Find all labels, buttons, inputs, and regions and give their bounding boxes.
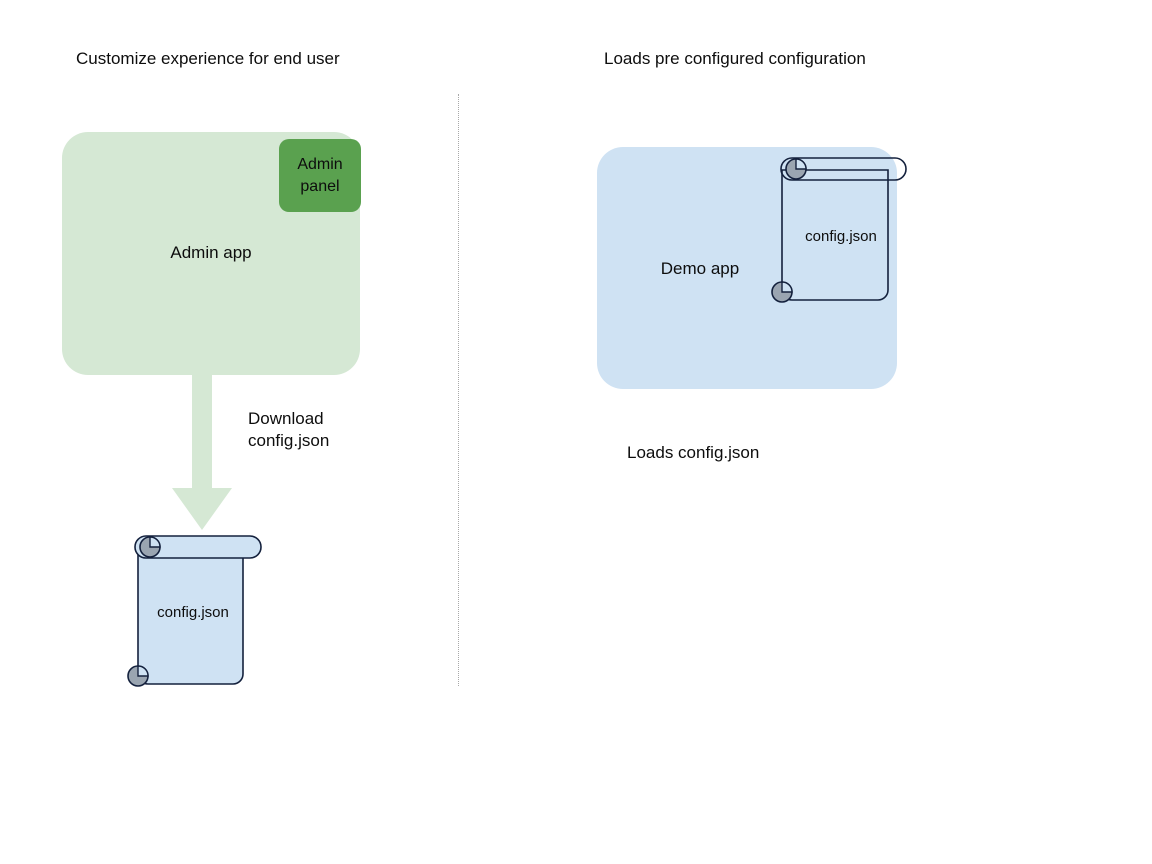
demo-app-label: Demo app bbox=[660, 259, 740, 278]
admin-panel-button[interactable]: Admin panel bbox=[279, 139, 361, 212]
download-arrow-label: Download config.json bbox=[248, 408, 329, 452]
loads-config-caption: Loads config.json bbox=[627, 443, 760, 462]
left-panel-heading: Customize experience for end user bbox=[76, 49, 340, 68]
config-json-file-left[interactable] bbox=[118, 526, 268, 694]
admin-app-label: Admin app bbox=[170, 243, 252, 262]
download-arrow-icon bbox=[172, 370, 232, 530]
vertical-dotted-divider bbox=[458, 94, 459, 686]
admin-panel-label-line1: Admin bbox=[297, 155, 343, 173]
config-json-file-right[interactable] bbox=[766, 150, 916, 310]
admin-panel-label-line2: panel bbox=[300, 177, 340, 195]
download-arrow-label-line2: config.json bbox=[248, 431, 330, 450]
config-json-file-left-label: config.json bbox=[157, 604, 229, 621]
demo-app-container[interactable] bbox=[597, 147, 897, 389]
right-panel-heading: Loads pre configured configuration bbox=[604, 49, 866, 68]
config-json-file-right-label: config.json bbox=[805, 228, 877, 245]
admin-panel-label: Admin panel bbox=[297, 154, 342, 198]
download-arrow-label-line1: Download bbox=[248, 409, 324, 428]
